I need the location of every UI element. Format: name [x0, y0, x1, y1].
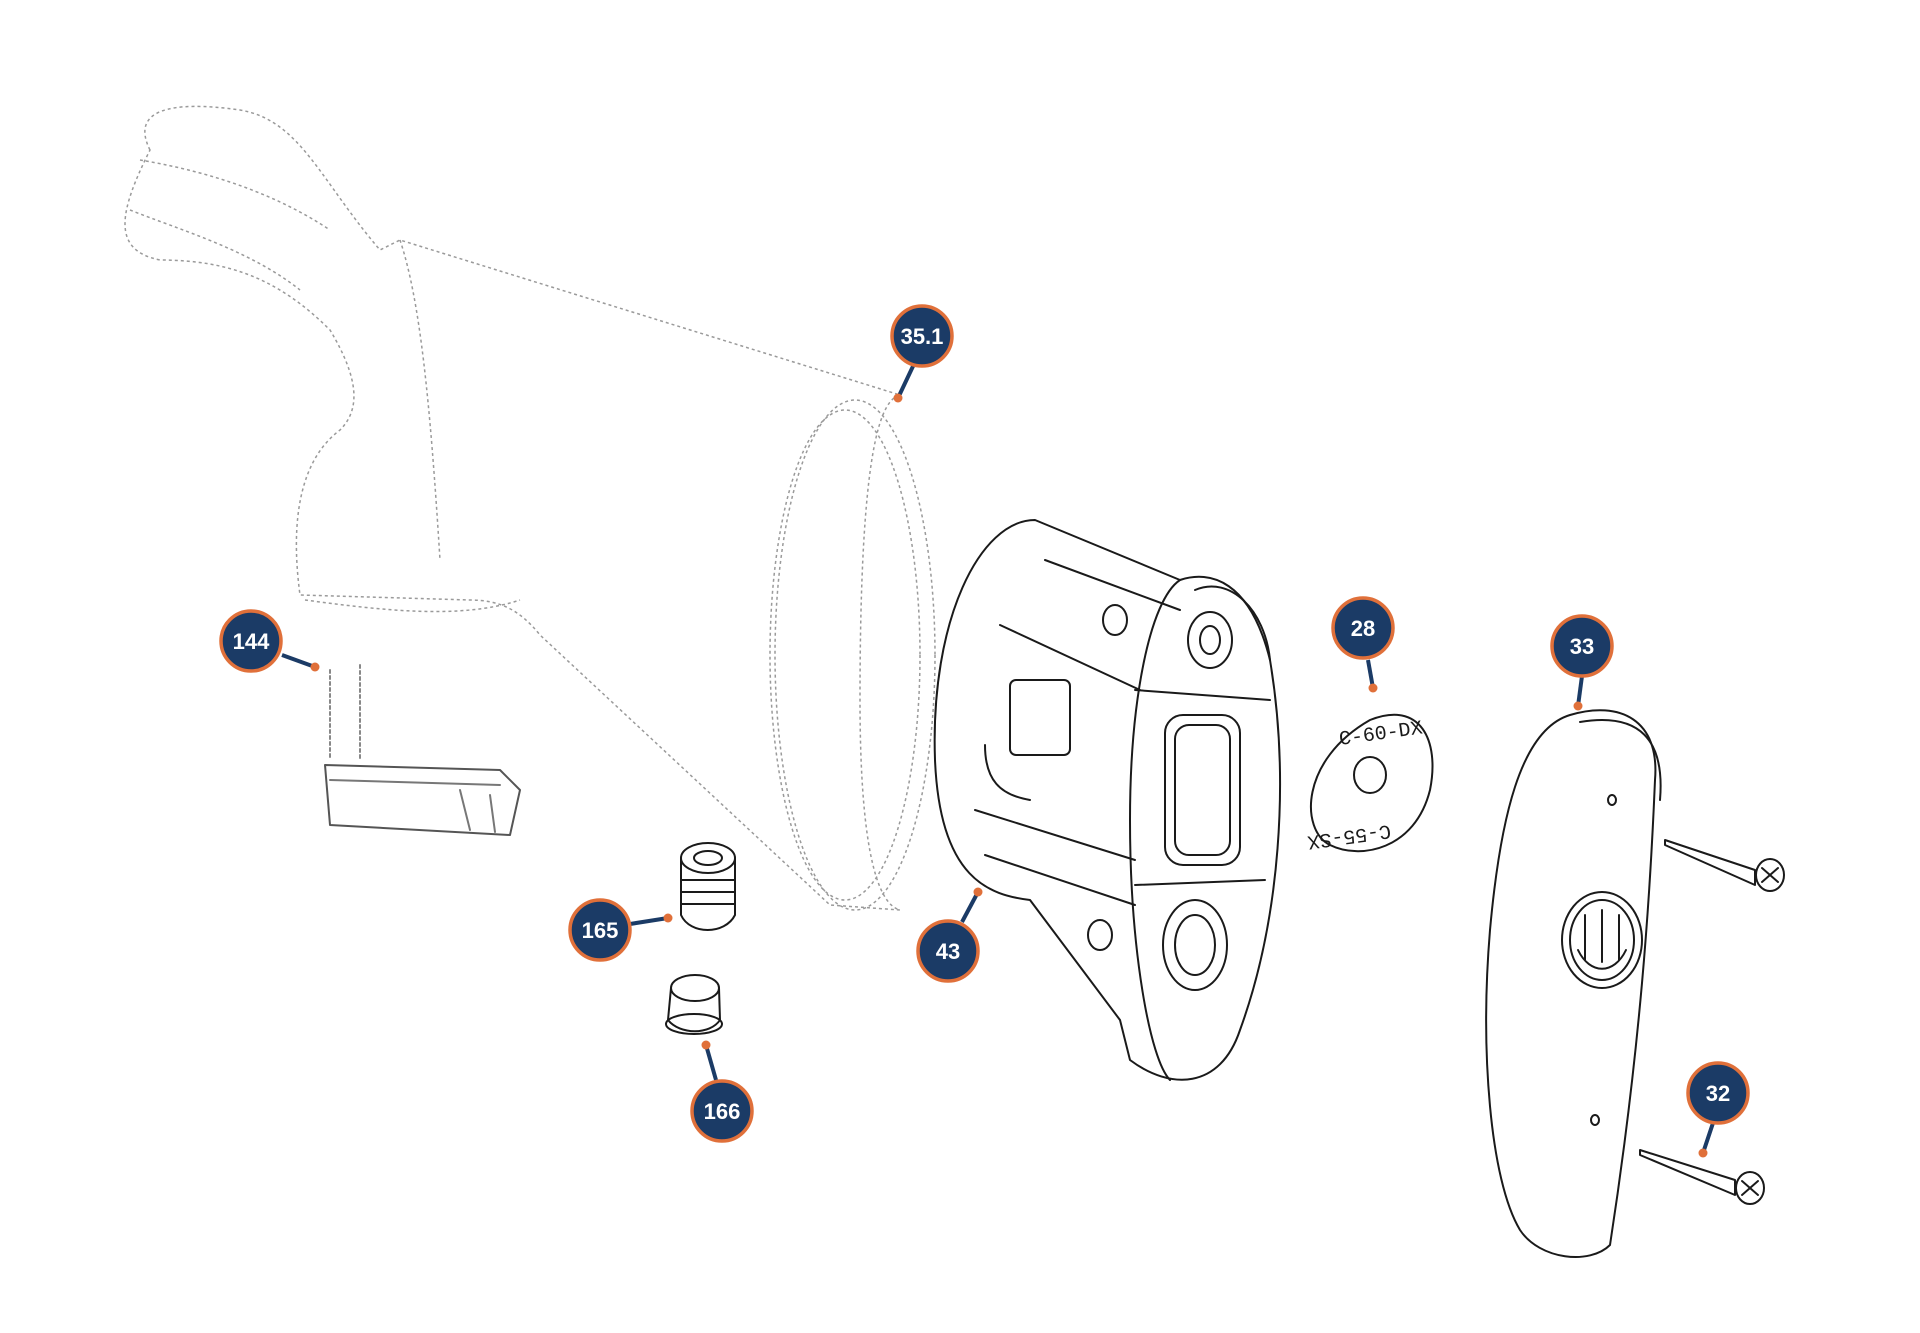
callout-badge[interactable]: [1331, 596, 1395, 660]
callout-label: 35.1: [901, 324, 944, 349]
callout-anchor-dot: [310, 662, 320, 672]
callout-badge[interactable]: [219, 609, 283, 673]
callout-165[interactable]: 165: [568, 898, 673, 962]
callout-label: 43: [936, 939, 960, 964]
callout-33[interactable]: 33: [1550, 614, 1614, 711]
callout-anchor-dot: [701, 1040, 711, 1050]
callout-badge[interactable]: [1686, 1061, 1750, 1125]
spacer-disc-part: C-60-DX C-55-SX: [1306, 713, 1434, 853]
callout-label: 32: [1706, 1081, 1730, 1106]
callout-label: 33: [1570, 634, 1594, 659]
callout-166[interactable]: 166: [690, 1040, 754, 1143]
callout-label: 166: [704, 1099, 741, 1124]
callout-35-1[interactable]: 35.1: [890, 304, 954, 403]
callout-anchor-dot: [973, 887, 983, 897]
callout-leader-line: [1576, 675, 1584, 707]
callout-144[interactable]: 144: [219, 609, 320, 673]
callout-leader-line: [896, 361, 917, 399]
end-cap-part: [665, 974, 723, 1035]
callout-badge[interactable]: [890, 304, 954, 368]
callout-anchor-dot: [1698, 1148, 1708, 1158]
disc-marking-top: C-60-DX: [1338, 717, 1424, 751]
callout-leader-line: [960, 891, 980, 923]
callout-43[interactable]: 43: [916, 887, 983, 983]
recoil-pad-part: [1485, 709, 1662, 1258]
callout-leader-line: [281, 653, 316, 669]
callout-badge[interactable]: [1550, 614, 1614, 678]
callout-layer: 35.1 144 28 33 165 43 166 32: [219, 304, 1750, 1158]
screw-lower-part: [1639, 1149, 1765, 1205]
grip-cap-part: [324, 664, 521, 836]
spacer-frame-part: [933, 519, 1281, 1081]
callout-label: 165: [582, 918, 619, 943]
callout-badge[interactable]: [916, 919, 980, 983]
callout-anchor-dot: [1573, 701, 1583, 711]
callout-anchor-dot: [663, 913, 673, 923]
callout-28[interactable]: 28: [1331, 596, 1395, 693]
stock-outline: [124, 105, 936, 911]
callout-leader-line: [704, 1044, 718, 1081]
callout-label: 28: [1351, 616, 1375, 641]
callout-leader-line: [1366, 659, 1375, 689]
callout-badge[interactable]: [690, 1079, 754, 1143]
screw-upper-part: [1664, 839, 1785, 892]
callout-badge[interactable]: [568, 898, 632, 962]
callout-label: 144: [233, 629, 270, 654]
callout-leader-line: [1701, 1122, 1715, 1154]
callout-leader-line: [629, 916, 669, 926]
threaded-plug-part: [680, 842, 736, 931]
callout-anchor-dot: [1368, 683, 1378, 693]
callout-32[interactable]: 32: [1686, 1061, 1750, 1158]
callout-anchor-dot: [893, 393, 903, 403]
